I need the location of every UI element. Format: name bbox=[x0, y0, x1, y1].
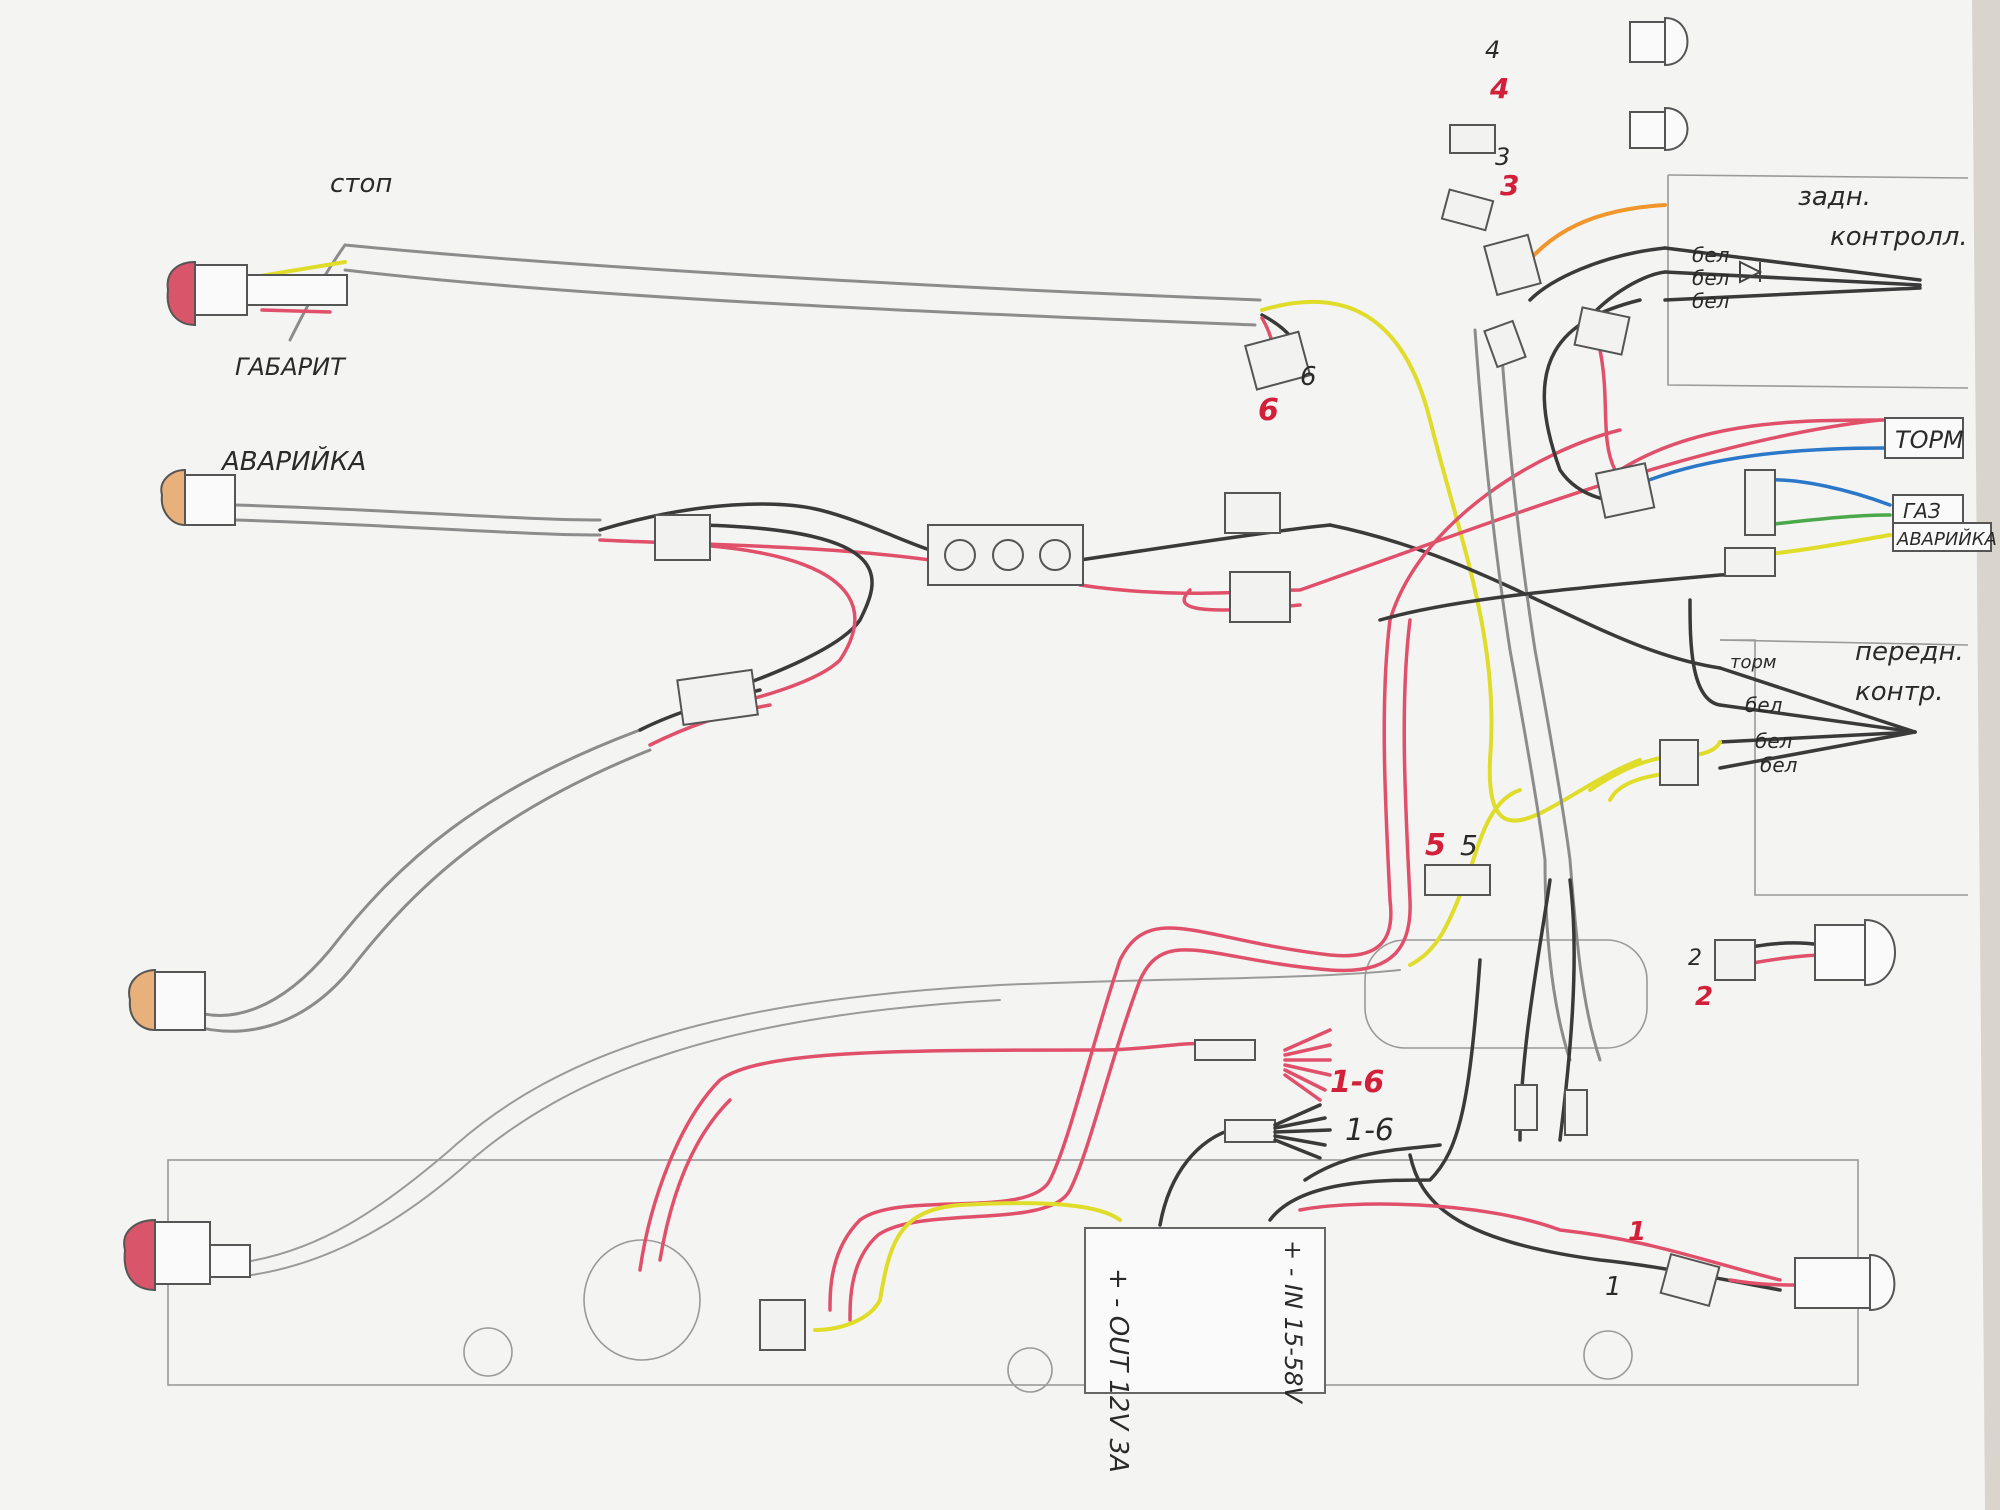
label-front-control-2: контр. bbox=[1855, 677, 1944, 707]
label-bel-1: бел bbox=[1692, 243, 1730, 267]
label-range-1-6-red: 1-6 bbox=[1330, 1065, 1384, 1100]
led-lamp-avariyka bbox=[160, 468, 236, 527]
psu-in-label: + - IN 15-58V bbox=[1279, 1240, 1307, 1404]
label-6-red: 6 bbox=[1258, 393, 1279, 428]
label-bel-3: бел bbox=[1692, 289, 1730, 313]
label-3-black: 3 bbox=[1495, 143, 1510, 171]
label-rear-control-1: задн. bbox=[1798, 182, 1871, 212]
avariyka-box bbox=[1892, 522, 1992, 552]
label-gaz: ГАЗ bbox=[1903, 499, 1941, 523]
label-torm: ТОРМ bbox=[1895, 426, 1964, 454]
label-gabarit: ГАБАРИТ bbox=[235, 353, 347, 381]
label-3-red: 3 bbox=[1500, 169, 1519, 202]
label-4-red: 4 bbox=[1489, 72, 1509, 105]
label-2-black: 2 bbox=[1688, 946, 1702, 971]
psu-out-label: + - OUT 12V 3A bbox=[1103, 1268, 1133, 1473]
label-2-red: 2 bbox=[1695, 982, 1713, 1012]
led-lamp-top-4 bbox=[1629, 16, 1689, 67]
label-1-black: 1 bbox=[1605, 1272, 1622, 1302]
gaz-box bbox=[1892, 494, 1964, 524]
led-lamp-stop bbox=[166, 260, 348, 327]
label-torm-small: торм bbox=[1730, 652, 1777, 673]
label-front-control-1: передн. bbox=[1855, 637, 1964, 667]
torm-box bbox=[1884, 417, 1964, 459]
rear-controller-box bbox=[1667, 174, 1969, 389]
black-wire-bundle bbox=[1273, 1103, 1332, 1160]
label-bel-4: бел bbox=[1745, 693, 1783, 717]
connectors bbox=[654, 124, 1776, 1351]
label-avariyka-short: АВАРИЙКА bbox=[1896, 528, 1997, 550]
power-supply: + - OUT 12V 3A + - IN 15-58V bbox=[1084, 1227, 1326, 1473]
diode-icon bbox=[1739, 260, 1763, 284]
red-wire-bundle bbox=[1283, 1028, 1332, 1102]
led-lamp-lower-left bbox=[128, 968, 206, 1032]
label-6-black: 6 bbox=[1300, 362, 1317, 392]
led-lamp-right-2 bbox=[1814, 918, 1896, 987]
label-bel-5: бел bbox=[1755, 729, 1793, 753]
label-4-black: 4 bbox=[1485, 36, 1500, 64]
label-bel-2: бел bbox=[1692, 266, 1730, 290]
label-1-red: 1 bbox=[1628, 1217, 1646, 1247]
label-bel-6: бел bbox=[1760, 753, 1798, 777]
switch-block bbox=[927, 524, 1084, 586]
label-5-black: 5 bbox=[1460, 829, 1478, 862]
label-range-1-6-black: 1-6 bbox=[1345, 1113, 1394, 1148]
label-avariyka: АВАРИЙКА bbox=[220, 445, 366, 477]
label-5-red: 5 bbox=[1425, 828, 1446, 863]
label-rear-control-2: контролл. bbox=[1830, 222, 1968, 252]
led-lamp-frame-right bbox=[1794, 1253, 1896, 1312]
led-lamp-top-3 bbox=[1629, 106, 1689, 152]
front-controller-box bbox=[1719, 639, 1969, 896]
led-lamp-frame-left bbox=[123, 1218, 251, 1292]
label-stop: стоп bbox=[330, 169, 392, 199]
